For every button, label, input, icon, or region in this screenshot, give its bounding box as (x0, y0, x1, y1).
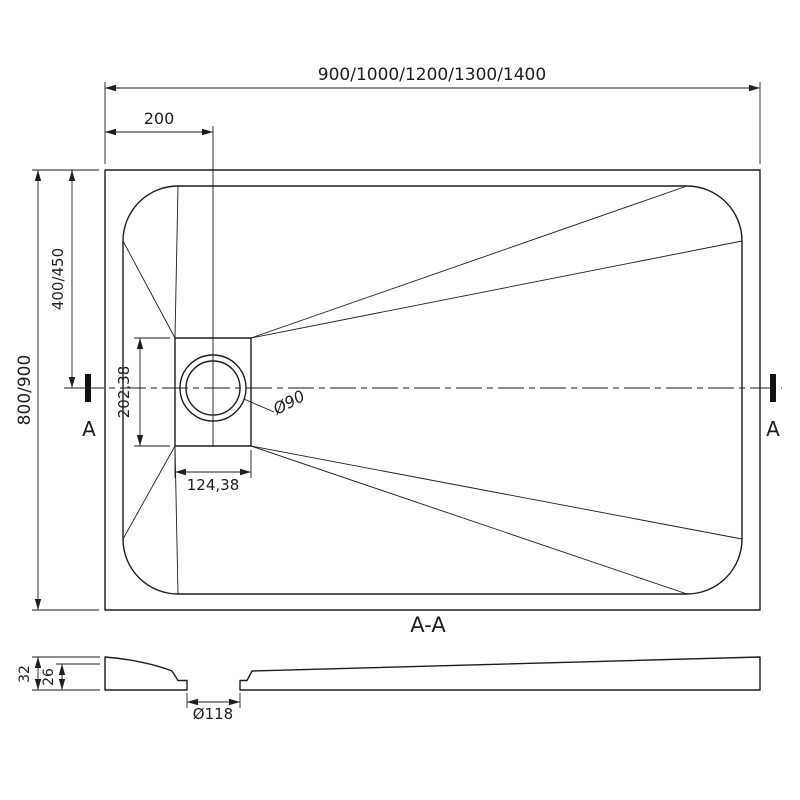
top-view: A A 900/1000/1200/1300/1400 200 800/900 … (15, 65, 782, 611)
slope-fold-lines (122, 185, 743, 595)
tray-outer-edge (104, 169, 761, 611)
dim-overall-width: 900/1000/1200/1300/1400 (104, 65, 761, 164)
section-profile (104, 656, 761, 691)
dim-drain-plate-height: 202,38 (115, 337, 170, 447)
dim-drain-plate-width: 124,38 (174, 450, 252, 494)
section-view-title: A-A (410, 613, 446, 637)
dim-drain-offset-x: 200 (105, 109, 213, 136)
dim-drain-diameter: Ø90 (243, 386, 308, 419)
dim-overall-width-label: 900/1000/1200/1300/1400 (318, 65, 546, 85)
dim-drain-hole-diameter: Ø118 (186, 693, 241, 723)
dim-basin-depth: 26 (41, 663, 100, 690)
dim-overall-depth: 800/900 (15, 169, 99, 611)
drain-hole-void (187, 679, 240, 692)
dim-basin-depth-label: 26 (41, 668, 57, 686)
dim-drain-offset-y-label: 400/450 (49, 248, 67, 310)
dim-drain-plate-width-label: 124,38 (187, 476, 240, 494)
dim-drain-offset-x-label: 200 (144, 109, 175, 128)
dim-drain-diameter-label: Ø90 (269, 386, 308, 419)
dim-drain-offset-y: 400/450 (49, 170, 95, 389)
dim-overall-depth-label: 800/900 (15, 355, 35, 426)
tray-basin-edge (122, 185, 743, 595)
dim-total-height-label: 32 (17, 665, 33, 683)
dim-drain-hole-diameter-label: Ø118 (193, 705, 233, 723)
section-view: A-A 32 26 Ø118 (17, 613, 761, 723)
section-label-right: A (766, 417, 780, 441)
dim-total-height: 32 (17, 656, 100, 691)
dim-drain-plate-height-label: 202,38 (115, 366, 133, 419)
section-label-left: A (82, 417, 96, 441)
